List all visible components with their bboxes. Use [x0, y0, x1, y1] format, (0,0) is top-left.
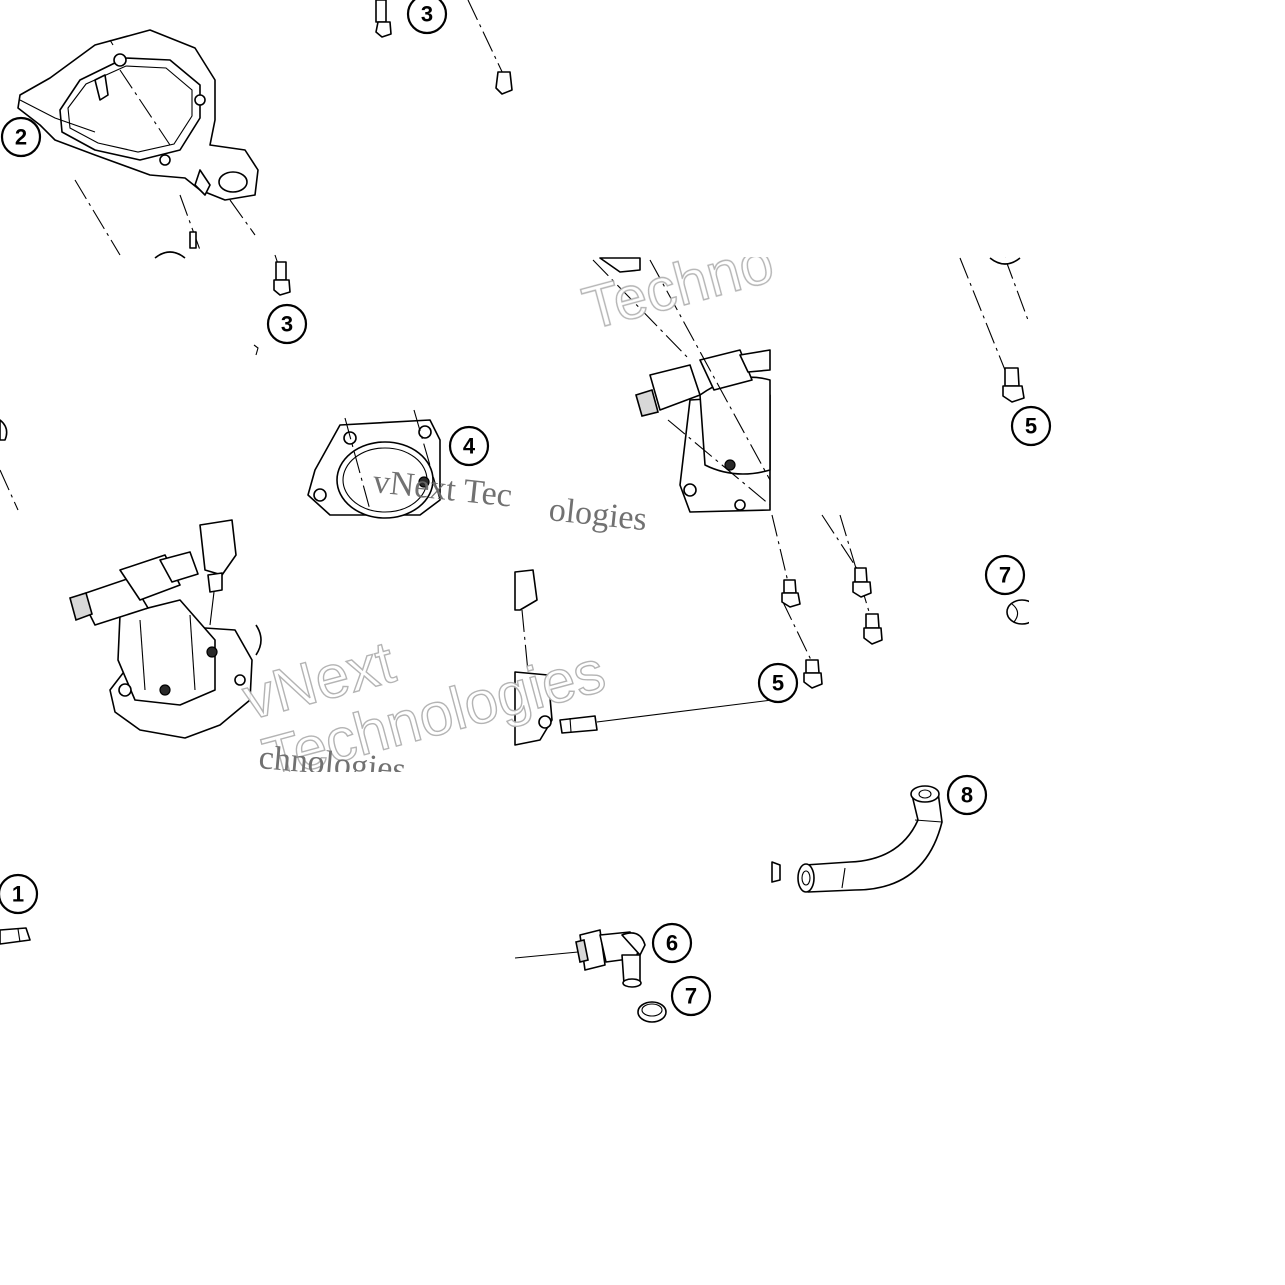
svg-text:3: 3 [421, 2, 433, 27]
nipple-fitting [559, 715, 598, 734]
callout-5-lower: 5 [757, 662, 799, 704]
svg-text:2: 2 [15, 125, 27, 150]
callout-6: 6 [651, 922, 693, 964]
valve-fragment [514, 569, 553, 746]
bolt-top-right [467, 0, 513, 95]
bolt-top-left [375, 0, 392, 38]
callout-7-lower: 7 [670, 975, 712, 1017]
fitting-1 [0, 927, 31, 945]
svg-text:7: 7 [999, 563, 1011, 588]
bolt-right-upper [1002, 367, 1025, 403]
hose-clamp-lower [637, 1001, 667, 1023]
bolt-5-c [863, 613, 883, 645]
callout-1: 1 [0, 873, 39, 915]
callout-7-upper: 7 [984, 554, 1026, 596]
callout-5-upper: 5 [1010, 405, 1052, 447]
svg-text:7: 7 [685, 984, 697, 1009]
svg-text:5: 5 [772, 671, 784, 696]
callout-3-middle: 3 [266, 303, 308, 345]
svg-text:5: 5 [1025, 414, 1037, 439]
bolt-middle [273, 261, 291, 296]
callout-3-top: 3 [406, 0, 448, 35]
svg-text:3: 3 [281, 312, 293, 337]
solenoid-valve-upper [599, 257, 771, 513]
callout-2: 2 [0, 116, 42, 158]
mounting-bracket [17, 29, 259, 201]
solenoid-valve-lower [69, 519, 253, 739]
watermark-serif-b: ologies [547, 491, 649, 538]
svg-text:1: 1 [12, 882, 24, 907]
callout-4: 4 [448, 425, 490, 467]
hose-valve-6 [575, 929, 646, 988]
bolt-5-a [781, 579, 801, 608]
bolt-5-d [803, 659, 823, 689]
bolt-5-b [852, 567, 872, 598]
svg-text:8: 8 [961, 783, 973, 808]
svg-text:4: 4 [463, 434, 476, 459]
gasket-plate [307, 419, 441, 519]
svg-text:6: 6 [666, 931, 678, 956]
callout-8: 8 [946, 774, 988, 816]
vacuum-hose-8 [797, 785, 943, 893]
